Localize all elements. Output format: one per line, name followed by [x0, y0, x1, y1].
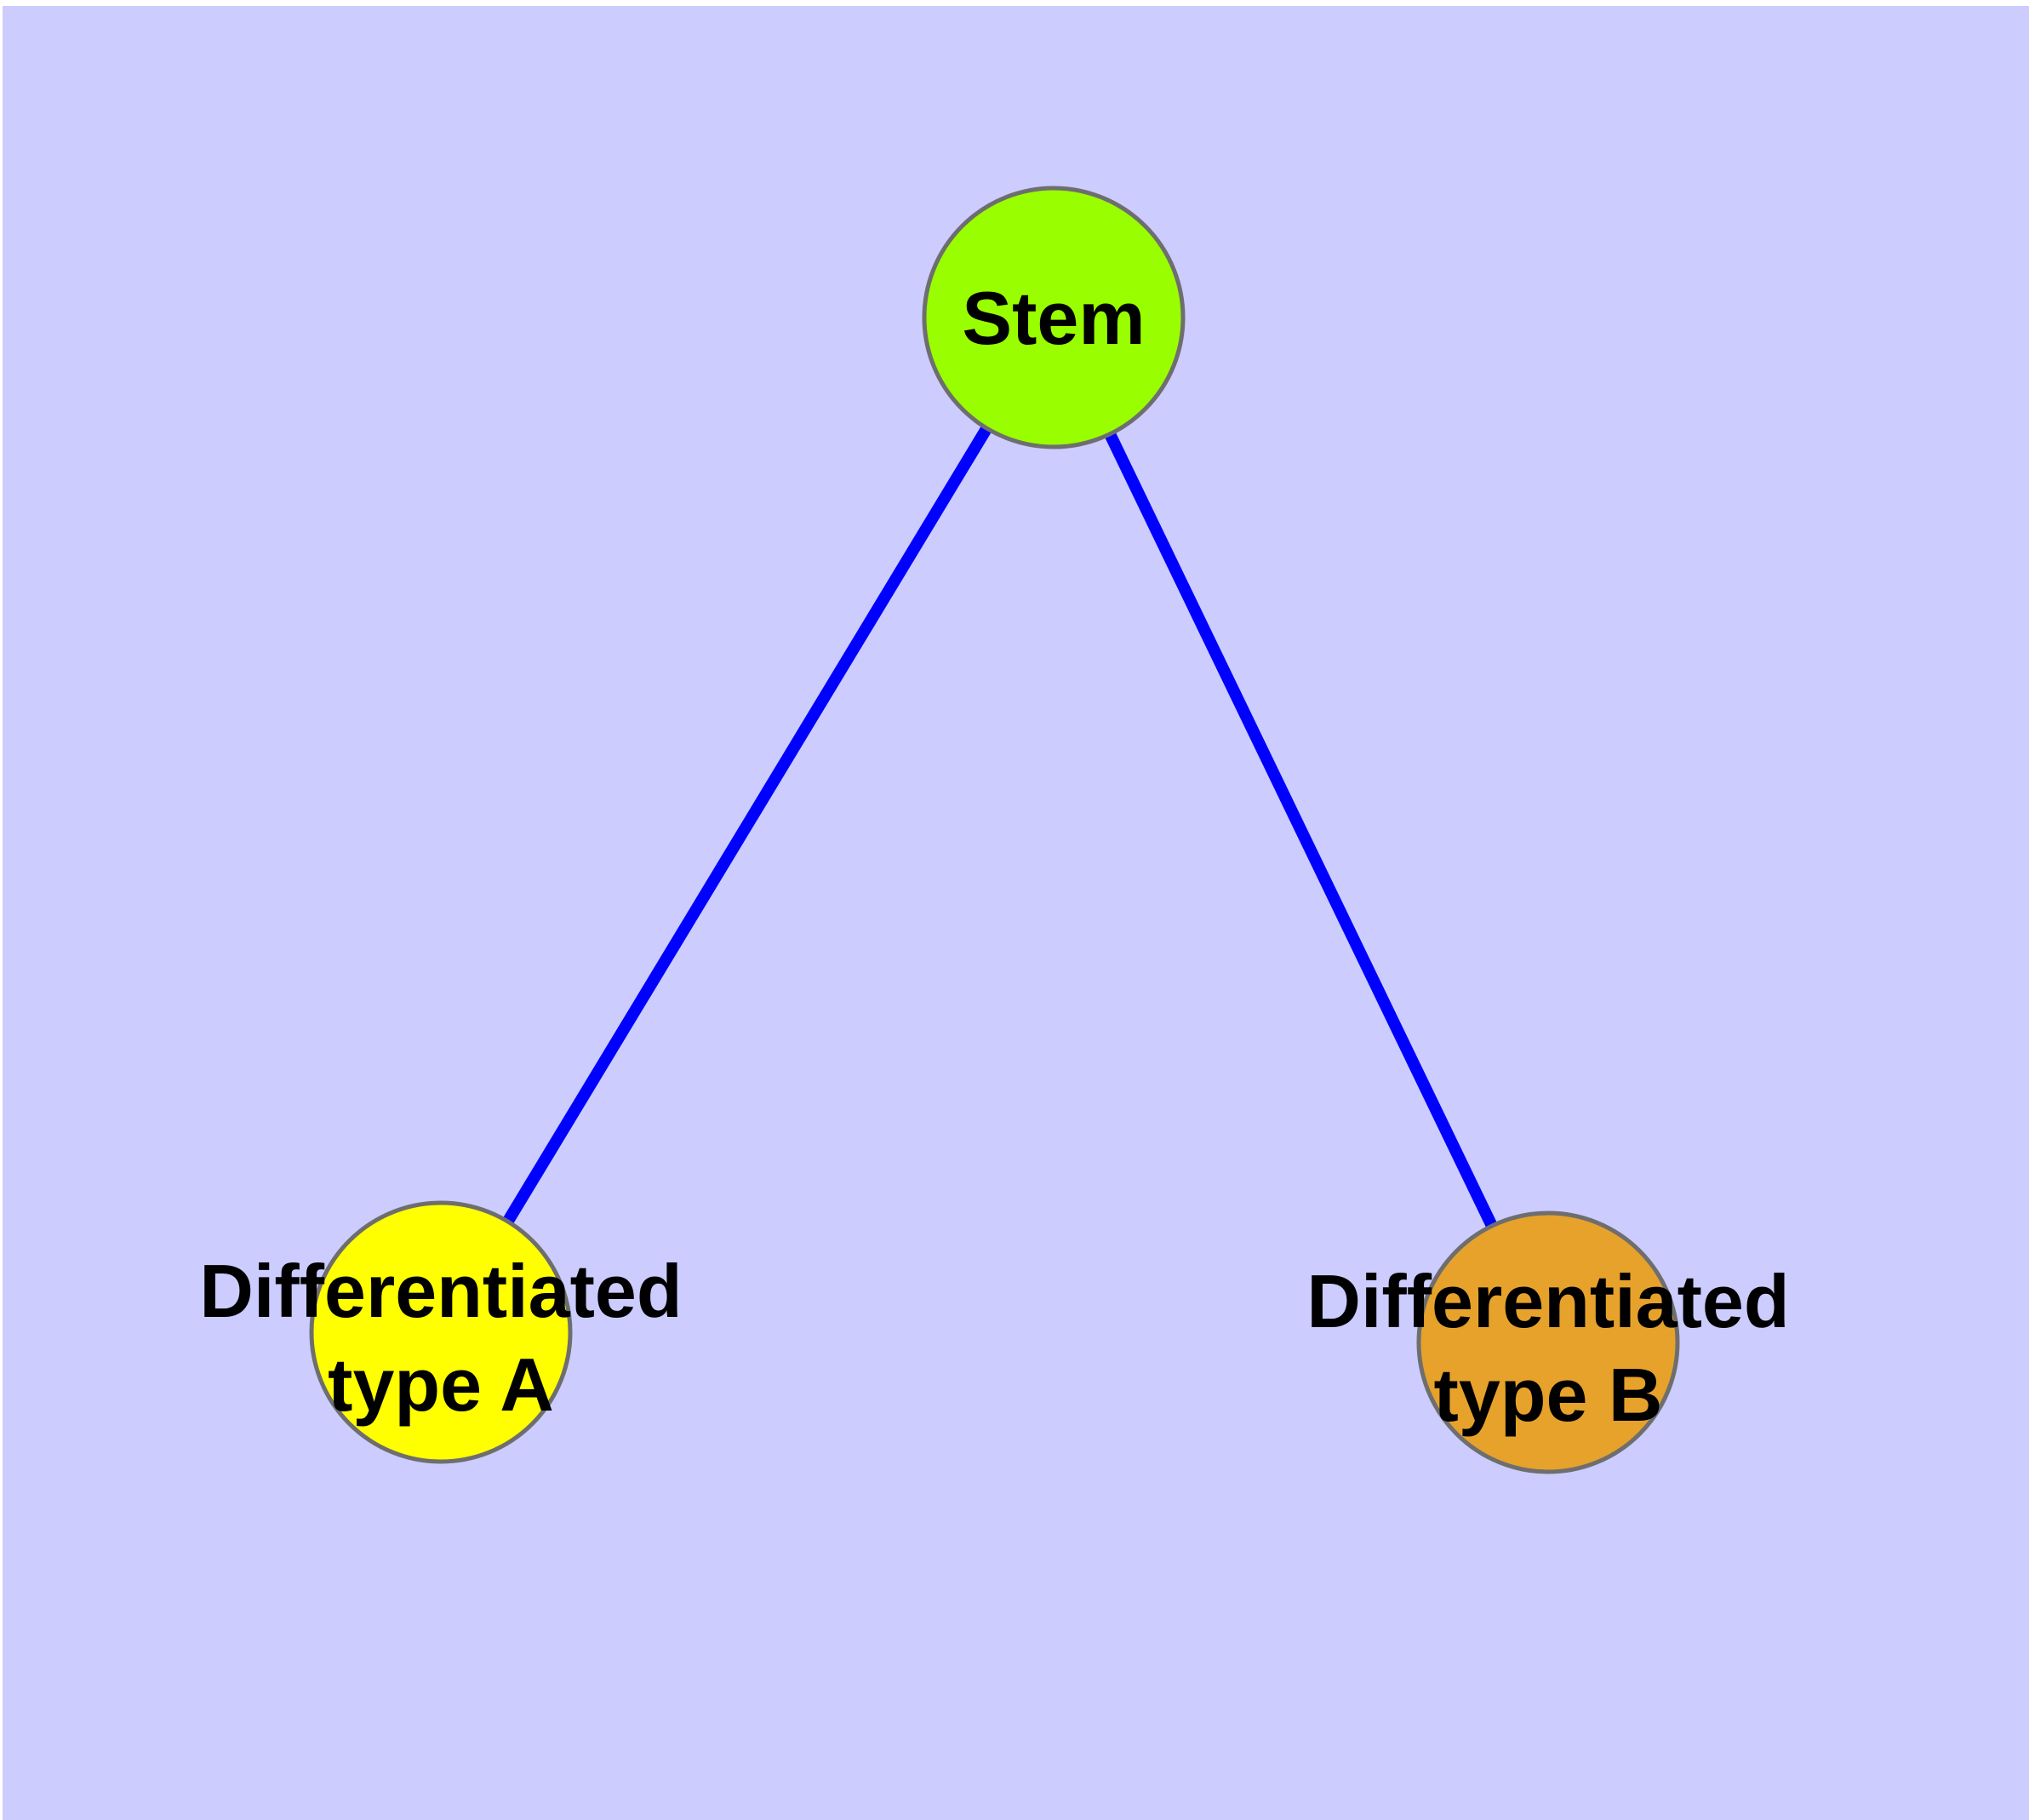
node-stem-label: Stem — [962, 276, 1145, 360]
node-differentiated-type-b-circle — [1416, 1210, 1680, 1474]
edge-stem-to-type-b — [1048, 314, 1554, 1346]
edge-stem-to-type-a — [436, 314, 1059, 1336]
node-stem-circle — [922, 186, 1186, 449]
node-differentiated-type-a-circle — [309, 1200, 573, 1464]
node-differentiated-type-a-label-line1: Differentiated — [199, 1249, 682, 1333]
node-differentiated-type-b-label-line1: Differentiated — [1306, 1259, 1789, 1343]
node-differentiated-type-b-label-line2: type B — [1434, 1353, 1663, 1437]
node-differentiated-type-a: Differentiated type A — [199, 1200, 683, 1464]
node-differentiated-type-a-label-line2: type A — [328, 1342, 554, 1427]
node-stem: Stem — [922, 186, 1186, 449]
node-differentiated-type-b: Differentiated type B — [1306, 1210, 1790, 1474]
